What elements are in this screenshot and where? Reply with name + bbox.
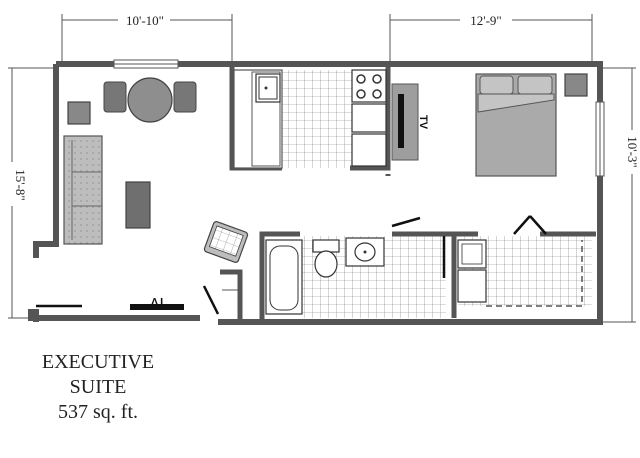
window-right [595, 101, 605, 177]
closet-shelves [457, 239, 487, 303]
tv-cabinet-bedroom [391, 83, 419, 161]
tv-living-room [130, 304, 184, 310]
kitchen-cabinet [351, 103, 387, 133]
bed [475, 73, 557, 177]
sofa [63, 135, 103, 245]
caption-title-line2: SUITE [69, 376, 127, 398]
refrigerator [351, 133, 387, 167]
kitchen-sink [255, 73, 281, 103]
caption-area: 537 sq. ft. [58, 401, 138, 423]
toilet [312, 239, 340, 278]
bathtub [265, 239, 303, 315]
closet-rod [486, 240, 583, 307]
window-top [113, 59, 179, 69]
end-table [67, 101, 91, 125]
floor-plan: 10'-10" 12'-9" 15'-8" 10'-3" [8, 13, 640, 325]
coffee-table [125, 181, 151, 229]
caption-title-line1: EXECUTIVE [41, 351, 155, 373]
armchair [203, 221, 249, 263]
tv-label-bedroom: TV [417, 115, 429, 130]
stove [351, 69, 387, 103]
tv-label-living-room: TV [150, 295, 165, 307]
dimension-label-left-width: 10'-10" [126, 13, 164, 28]
doors [36, 215, 547, 315]
dimension-label-left-height: 15'-8" [13, 169, 28, 200]
plan-caption: EXECUTIVE SUITE 537 sq. ft. [28, 350, 168, 425]
exterior-walls [28, 61, 603, 325]
dining-set [103, 77, 197, 123]
bathroom-vanity [345, 237, 385, 267]
dimension-label-right-height: 10'-3" [625, 136, 640, 167]
dimension-label-right-width: 12'-9" [470, 13, 501, 28]
nightstand [564, 73, 588, 97]
